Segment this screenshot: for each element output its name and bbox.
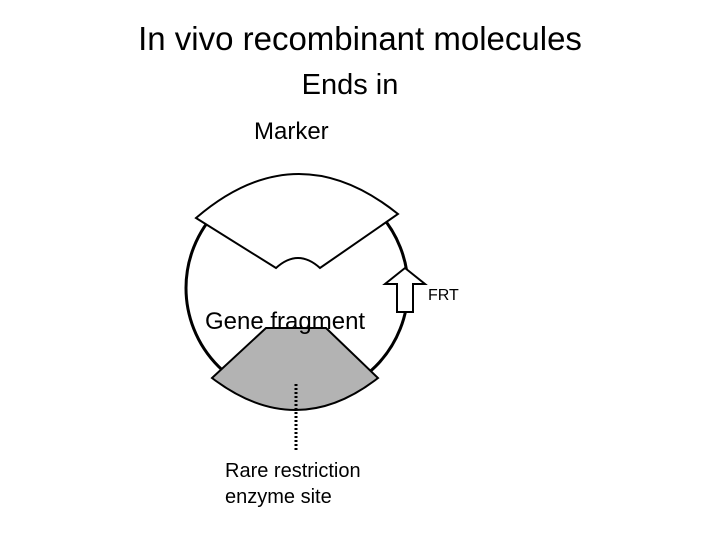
rare-restriction-site-label: Rare restriction enzyme site xyxy=(225,458,361,510)
gene-fragment-segment xyxy=(210,327,380,411)
slide-subtitle: Ends in xyxy=(301,69,399,101)
rare-site-line-1: Rare restriction xyxy=(225,460,361,482)
frt-arrow-icon xyxy=(382,266,428,313)
marker-segment xyxy=(194,173,400,270)
frt-label: FRT xyxy=(428,287,459,304)
gene-fragment-label: Gene fragment xyxy=(205,308,366,335)
rare-site-line-2: enzyme site xyxy=(225,486,332,508)
slide-title: In vivo recombinant molecules xyxy=(138,20,582,57)
marker-label: Marker xyxy=(254,118,329,145)
